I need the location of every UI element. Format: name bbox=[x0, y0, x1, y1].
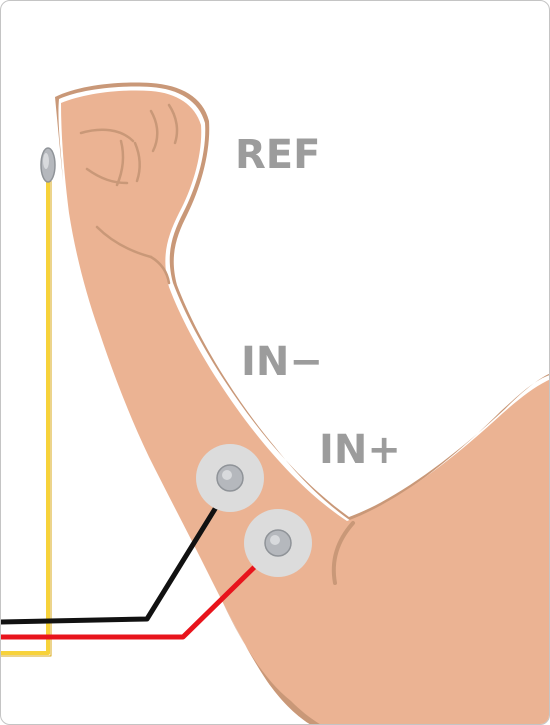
fist-details bbox=[79, 103, 179, 285]
elbow-crease bbox=[331, 521, 355, 585]
ref-label: REF bbox=[235, 132, 320, 178]
in-plus-wire bbox=[1, 540, 282, 640]
in-plus-label: IN+ bbox=[319, 427, 401, 473]
arm-illustration bbox=[55, 82, 549, 724]
wires bbox=[1, 177, 282, 657]
in-minus-electrode-icon bbox=[196, 444, 264, 512]
ref-wire bbox=[1, 177, 50, 655]
in-minus-label: IN− bbox=[241, 339, 323, 385]
ref-electrode-icon bbox=[40, 147, 56, 183]
in-minus-wire bbox=[1, 480, 234, 625]
in-plus-electrode-icon bbox=[244, 509, 312, 577]
arm-skin bbox=[61, 90, 549, 724]
ref-wire-edge bbox=[1, 180, 52, 657]
